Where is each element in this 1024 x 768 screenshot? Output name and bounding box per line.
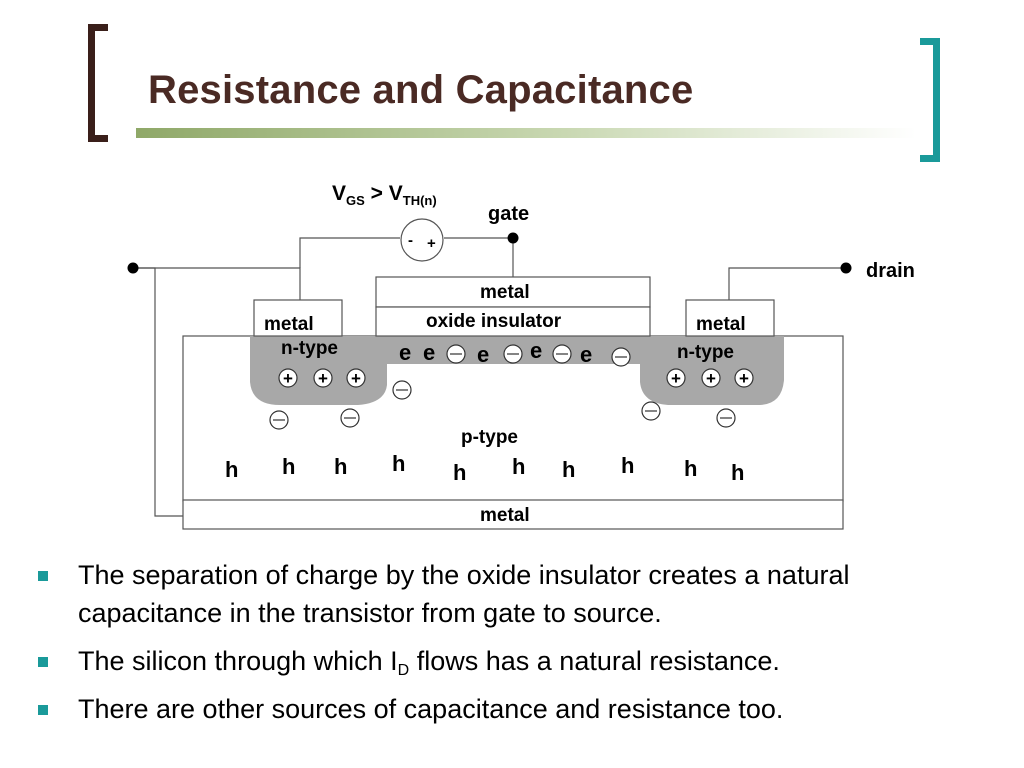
electron: e <box>477 342 489 367</box>
source-wire <box>133 267 301 300</box>
oxide-insulator <box>375 306 651 337</box>
positive-ion: + <box>734 368 754 388</box>
positive-ions: + + + + + + <box>278 368 754 388</box>
drain-metal-contact <box>685 299 775 337</box>
bullet-list: The separation of charge by the oxide in… <box>36 556 996 738</box>
hole: h <box>562 457 575 482</box>
slide-title: Resistance and Capacitance <box>148 68 694 112</box>
hole: h <box>392 451 405 476</box>
hole: h <box>453 460 466 485</box>
negative-ion <box>503 344 523 364</box>
negative-ion <box>340 408 360 428</box>
hole: h <box>621 453 634 478</box>
drain-n-type-label: n-type <box>677 342 734 363</box>
transistor-diagram: - + VGS > VTH(n) gate drain metal metal … <box>127 182 915 530</box>
bullet-text: There are other sources of capacitance a… <box>78 694 784 724</box>
hole: h <box>334 454 347 479</box>
bullet-marker <box>38 657 48 667</box>
hole: h <box>731 460 744 485</box>
positive-ion: + <box>278 368 298 388</box>
hole: h <box>225 457 238 482</box>
source-metal-contact <box>253 299 343 337</box>
gate-metal-label: metal <box>480 282 530 303</box>
source-n-type-label: n-type <box>281 338 338 359</box>
positive-ion: + <box>346 368 366 388</box>
drain-metal-label: metal <box>696 314 746 335</box>
negative-ion <box>392 380 412 400</box>
hole: h <box>282 454 295 479</box>
substrate-wire <box>133 267 183 517</box>
electron: e <box>580 342 592 367</box>
bullet-item: The silicon through which ID flows has a… <box>36 642 996 680</box>
positive-ion: + <box>313 368 333 388</box>
positive-ion: + <box>701 368 721 388</box>
svg-text:+: + <box>351 369 361 388</box>
bullet-text: The separation of charge by the oxide in… <box>78 560 850 628</box>
bottom-metal-layer <box>182 499 844 530</box>
bullet-marker <box>38 705 48 715</box>
svg-text:+: + <box>283 369 293 388</box>
gate-label: gate <box>488 203 529 225</box>
n-type-regions-and-channel <box>250 336 784 405</box>
title-underline-rule <box>136 128 916 138</box>
drain-label: drain <box>866 260 915 282</box>
gate-source-wire-left <box>299 237 400 268</box>
drain-terminal-dot <box>840 262 852 274</box>
svg-text:+: + <box>318 369 328 388</box>
bullet-text: The silicon through which ID flows has a… <box>78 646 780 679</box>
hole: h <box>684 456 697 481</box>
bullet-item: There are other sources of capacitance a… <box>36 690 996 728</box>
drain-wire <box>728 267 846 300</box>
wires <box>133 237 846 517</box>
subscript-d: D <box>397 662 410 679</box>
negative-ion <box>641 401 661 421</box>
gate-terminal-dot <box>507 232 519 244</box>
oxide-insulator-label: oxide insulator <box>426 311 562 332</box>
right-bracket-decoration <box>920 38 940 162</box>
negative-ion <box>446 344 466 364</box>
negative-ion <box>611 347 631 367</box>
electron: e <box>399 340 411 365</box>
p-type-label: p-type <box>461 427 518 448</box>
left-bracket-decoration <box>88 24 108 142</box>
electron: e <box>530 338 542 363</box>
voltage-minus-sign: - <box>408 232 413 249</box>
negative-ion <box>716 408 736 428</box>
source-metal-label: metal <box>264 314 314 335</box>
negative-ion <box>269 410 289 430</box>
electron: e <box>423 340 435 365</box>
svg-text:+: + <box>671 369 681 388</box>
voltage-plus-sign: + <box>427 235 436 252</box>
voltage-label: VGS > VTH(n) <box>332 182 437 208</box>
source-terminal-dot <box>127 262 139 274</box>
voltage-source-circle <box>400 218 444 262</box>
svg-text:+: + <box>739 369 749 388</box>
negative-ions <box>269 344 736 430</box>
gate-metal <box>375 276 651 308</box>
bullet-item: The separation of charge by the oxide in… <box>36 556 996 632</box>
svg-text:+: + <box>706 369 716 388</box>
bottom-metal-label: metal <box>480 505 530 526</box>
hole: h <box>512 454 525 479</box>
bullet-marker <box>38 571 48 581</box>
negative-ion <box>552 344 572 364</box>
positive-ion: + <box>666 368 686 388</box>
